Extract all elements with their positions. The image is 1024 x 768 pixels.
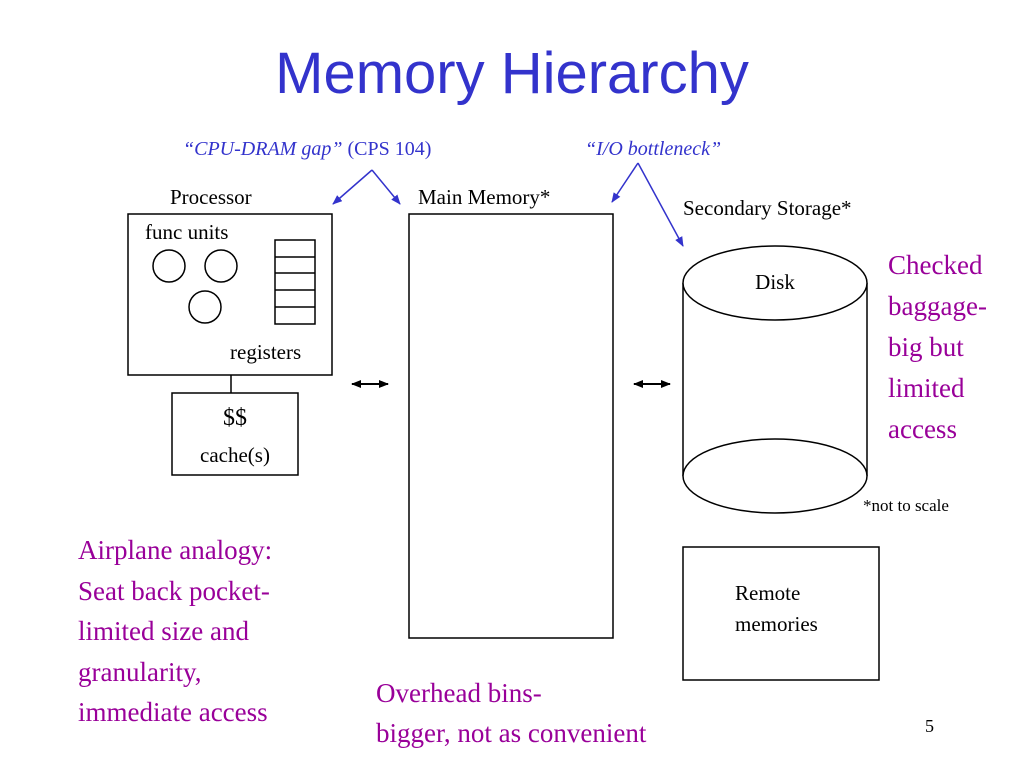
func-units-label: func units: [145, 220, 229, 244]
disk-label: Disk: [755, 270, 795, 294]
disk-cylinder: [682, 245, 868, 514]
checked-line: baggage-: [888, 291, 987, 321]
func-unit-circle: [204, 249, 238, 283]
overhead-line: Overhead bins-: [376, 678, 542, 708]
checked-line: big but: [888, 332, 964, 362]
secondary-storage-label: Secondary Storage*: [683, 196, 852, 220]
remote-line-1: Remote: [735, 581, 801, 605]
register-stack: [274, 239, 316, 325]
cache-box: [171, 392, 299, 476]
airplane-line: limited size and: [78, 616, 249, 646]
not-to-scale-note: *not to scale: [863, 496, 949, 515]
airplane-line: Airplane analogy:: [78, 535, 273, 565]
cpu-dram-gap-text: “CPU-DRAM gap”: [183, 138, 343, 160]
checked-baggage-text: Checked baggage- big but limited access: [888, 245, 987, 450]
overhead-bins-text: Overhead bins- bigger, not as convenient: [376, 673, 646, 753]
io-bottleneck-arrows: [611, 162, 684, 247]
func-unit-circle: [188, 290, 222, 324]
airplane-line: Seat back pocket-: [78, 575, 270, 606]
checked-line: limited: [888, 373, 965, 403]
airplane-line: immediate access: [78, 697, 268, 727]
overhead-line: bigger, not as convenient: [376, 718, 647, 748]
processor-label: Processor: [170, 185, 252, 209]
main-memory-box: [408, 213, 614, 639]
processor-box: [127, 213, 333, 376]
checked-line: access: [888, 414, 957, 444]
io-bottleneck-annotation: “I/O bottleneck”: [585, 138, 722, 160]
remote-memories-label: Remote memories: [735, 578, 818, 640]
airplane-line: granularity,: [78, 656, 202, 687]
remote-line-2: memories: [735, 612, 818, 636]
page-number: 5: [925, 716, 934, 736]
registers-label: registers: [230, 340, 302, 364]
cpu-dram-gap-annotation: “CPU-DRAM gap” (CPS 104): [183, 138, 431, 161]
cache-label: cache(s): [200, 443, 270, 467]
cache-symbol: $$: [223, 405, 247, 431]
cps-reference: (CPS 104): [347, 138, 432, 160]
cpu-dram-gap-arrows: [332, 169, 401, 205]
remote-memories-box: [682, 546, 880, 681]
checked-line: Checked: [888, 250, 983, 280]
main-memory-label: Main Memory*: [418, 185, 551, 209]
page-title: Memory Hierarchy: [275, 41, 749, 106]
func-unit-circle: [152, 249, 186, 283]
airplane-analogy-text: Airplane analogy: Seat back pocket- limi…: [78, 530, 272, 733]
